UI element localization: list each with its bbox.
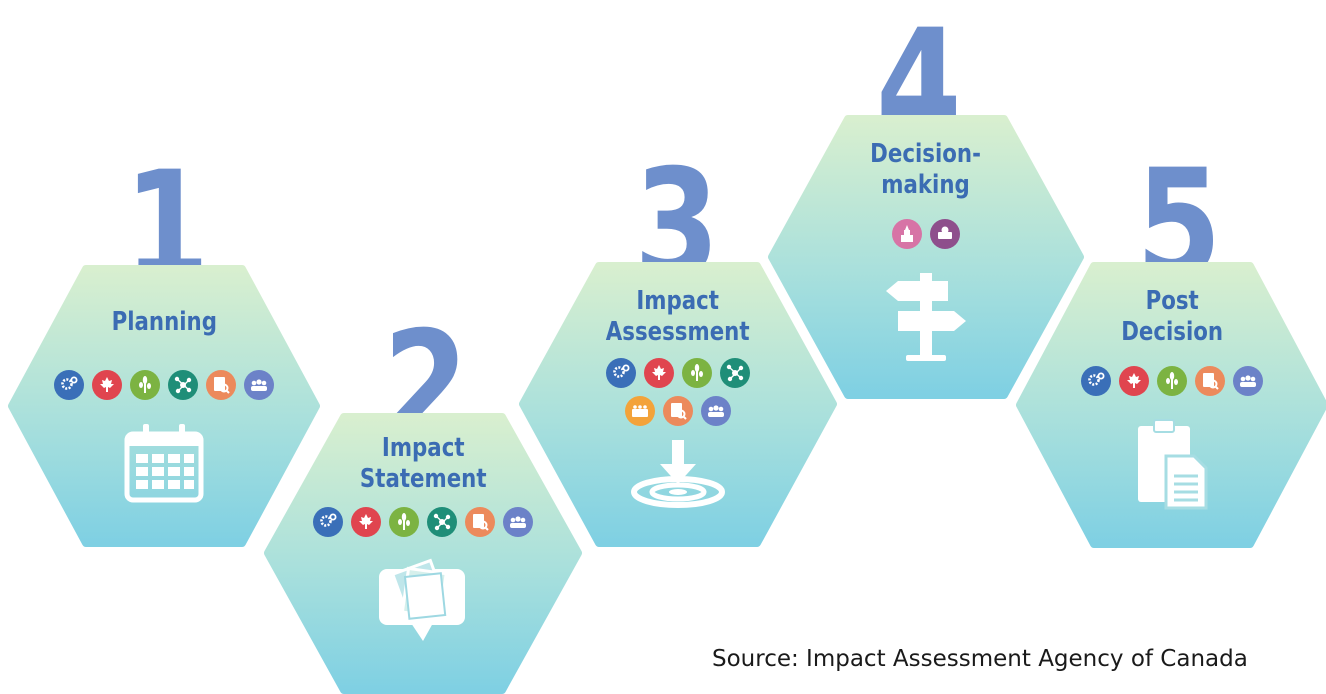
stage-hexagon-2: Impact Statement (264, 413, 582, 694)
clipboard-icon (1132, 418, 1212, 510)
participant-icons (606, 358, 750, 388)
participant-icons (313, 507, 533, 537)
participant-icons (54, 370, 274, 400)
people-icon (244, 370, 274, 400)
stage-hexagon-5: Post Decision (1016, 262, 1326, 548)
people-icon (701, 396, 731, 426)
signpost-icon (878, 267, 974, 363)
network-icon (720, 358, 750, 388)
stage-title: Post Decision (1121, 286, 1223, 347)
stage-title: Impact Statement (359, 433, 487, 494)
target-arrow-icon (630, 438, 726, 508)
document-search-icon (663, 396, 693, 426)
stage-hexagon-1: Planning (8, 265, 320, 547)
hexagon-shape (8, 265, 320, 547)
maple-leaf-icon (1119, 366, 1149, 396)
source-caption: Source: Impact Assessment Agency of Cana… (712, 646, 1248, 672)
participant-icons-row-2 (625, 396, 731, 426)
crown-icon (930, 219, 960, 249)
parliament-icon (892, 219, 922, 249)
plant-icon (389, 507, 419, 537)
maple-leaf-icon (92, 370, 122, 400)
maple-leaf-icon (644, 358, 674, 388)
gears-icon (606, 358, 636, 388)
stage-title: Planning (111, 307, 217, 337)
people-icon (503, 507, 533, 537)
calendar-icon (123, 422, 205, 504)
stage-title: Decision- making (870, 139, 982, 200)
stage-title: Impact Assessment (606, 286, 750, 347)
hexagon-shape (768, 115, 1084, 399)
stage-hexagon-4: Decision- making (768, 115, 1084, 399)
document-search-icon (1195, 366, 1225, 396)
plant-icon (1157, 366, 1187, 396)
network-icon (168, 370, 198, 400)
document-search-icon (465, 507, 495, 537)
participant-icons (1081, 366, 1263, 396)
participant-icons (892, 219, 960, 249)
panel-icon (625, 396, 655, 426)
document-search-icon (206, 370, 236, 400)
speech-bubble-papers-icon (375, 555, 471, 645)
hexagon-shape (1016, 262, 1326, 548)
gears-icon (54, 370, 84, 400)
gears-icon (313, 507, 343, 537)
stage-hexagon-3: Impact Assessment (519, 262, 837, 547)
maple-leaf-icon (351, 507, 381, 537)
hexagon-shape (264, 413, 582, 694)
network-icon (427, 507, 457, 537)
people-icon (1233, 366, 1263, 396)
plant-icon (130, 370, 160, 400)
plant-icon (682, 358, 712, 388)
gears-icon (1081, 366, 1111, 396)
